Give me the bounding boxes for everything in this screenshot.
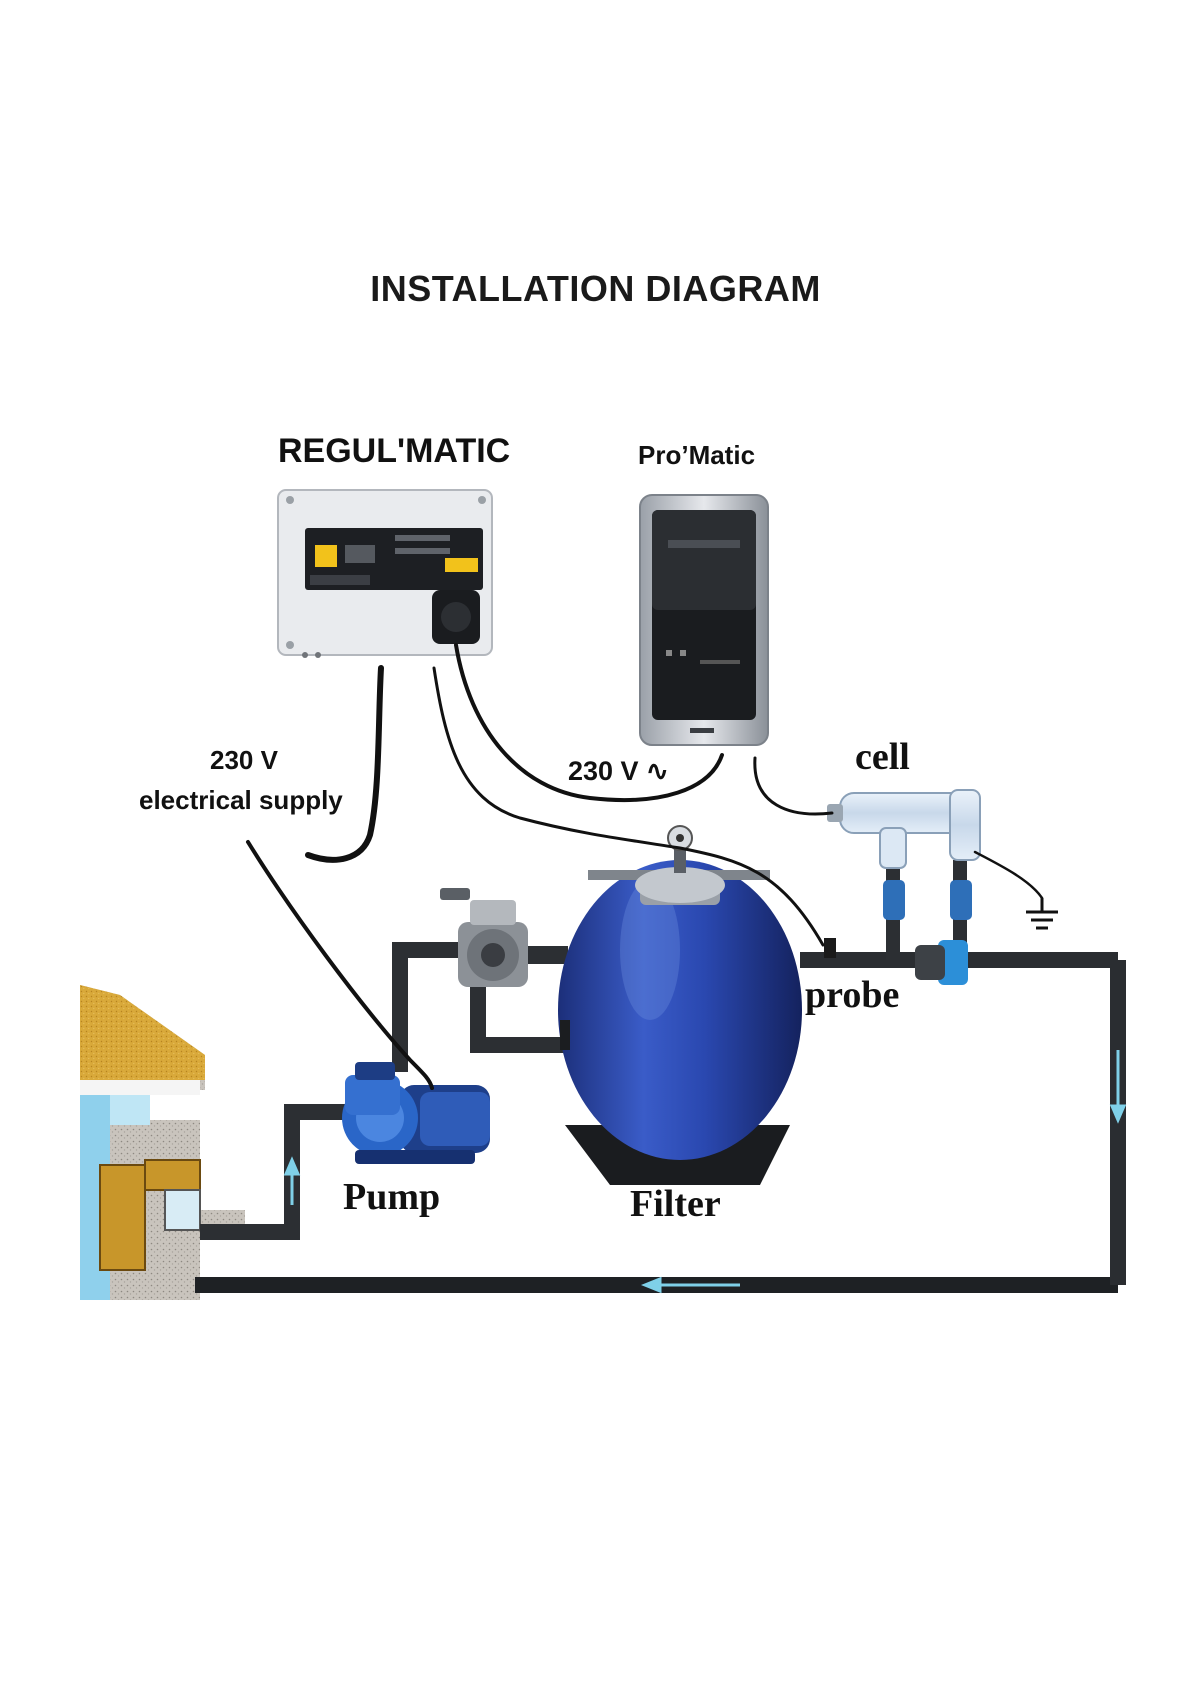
filter-label: Filter bbox=[630, 1182, 721, 1226]
probe bbox=[824, 938, 836, 958]
cell-label: cell bbox=[855, 735, 910, 779]
multiport-valve bbox=[440, 888, 528, 987]
promatic-label: Pro’Matic bbox=[638, 440, 755, 471]
regulmatic-label: REGUL'MATIC bbox=[278, 432, 510, 471]
pool-edge bbox=[80, 985, 245, 1300]
supply-text-label: electrical supply bbox=[139, 785, 343, 816]
regulmatic-box bbox=[278, 490, 492, 658]
pump-label: Pump bbox=[343, 1175, 440, 1219]
pump bbox=[342, 1062, 490, 1164]
probe-label: probe bbox=[805, 973, 899, 1017]
supply-voltage-label: 230 V bbox=[210, 745, 278, 776]
ground-icon bbox=[1026, 898, 1058, 928]
promatic-unit bbox=[640, 495, 768, 745]
promatic-voltage-label: 230 V ∿ bbox=[568, 756, 669, 787]
sand-filter bbox=[558, 826, 802, 1185]
